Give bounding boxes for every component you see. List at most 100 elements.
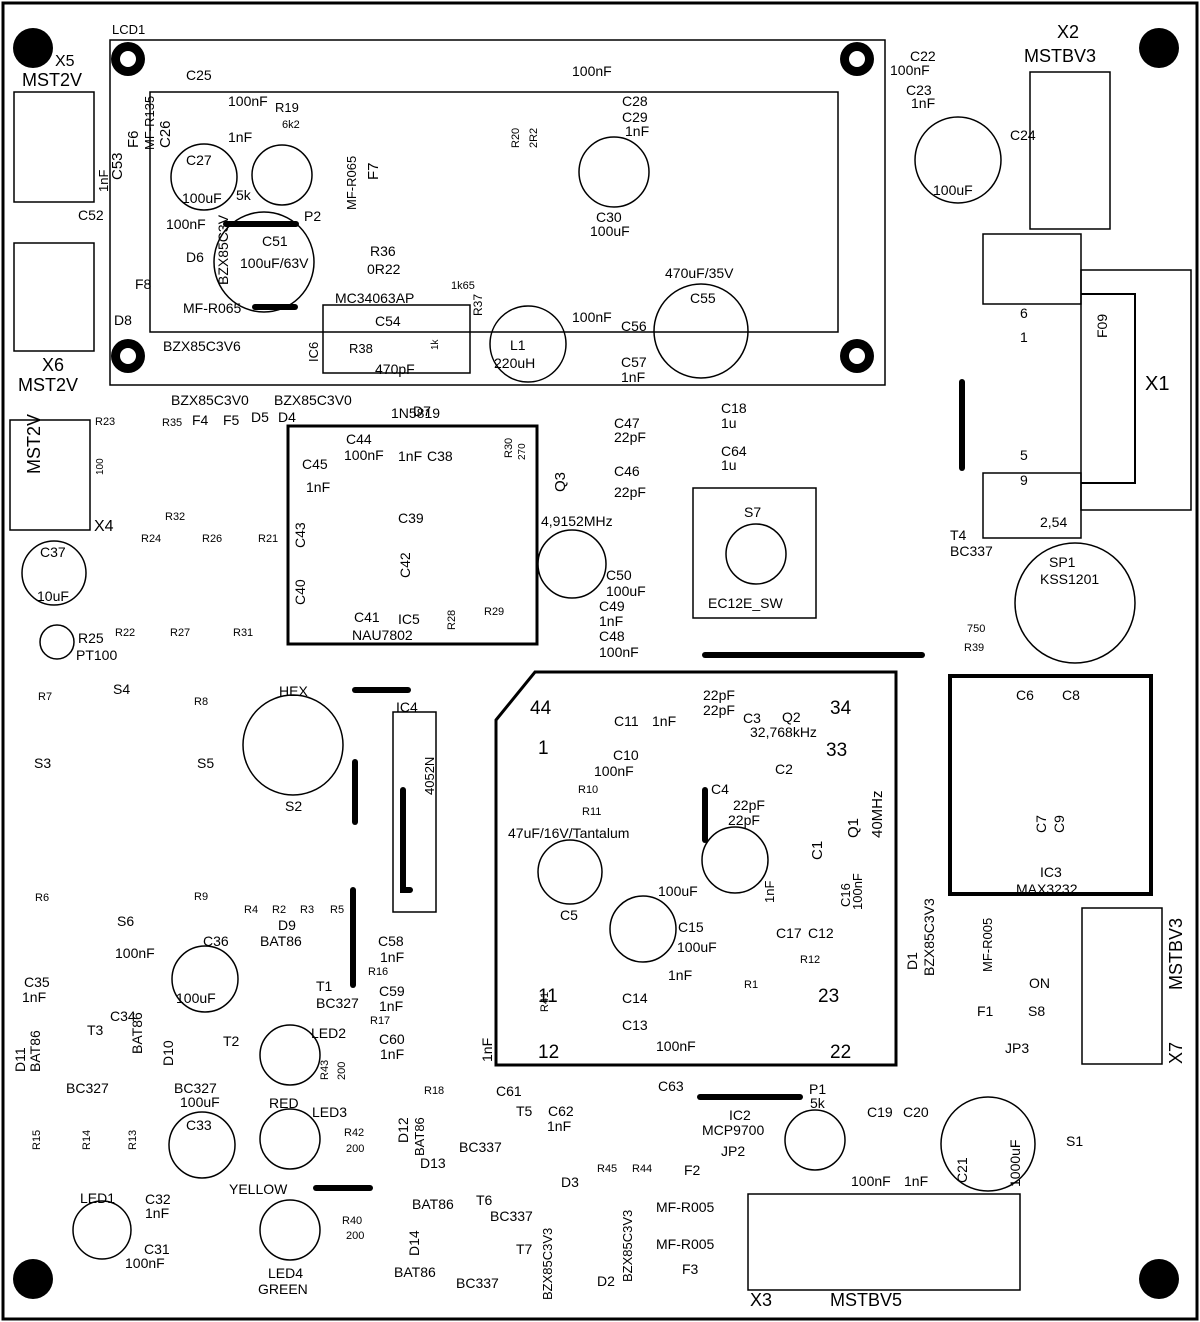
label-l1: L1	[510, 337, 526, 353]
label-p2: P2	[304, 208, 321, 224]
label-ic4t: 4052N	[422, 757, 437, 795]
label-c63: C63	[658, 1078, 684, 1094]
label-l1v: 220uH	[494, 355, 535, 371]
label-c51v: 100uF/63V	[240, 255, 309, 271]
label-r25t: PT100	[76, 647, 117, 663]
label-c38: C38	[427, 448, 453, 464]
label-c36: C36	[203, 933, 229, 949]
label-c42: C42	[397, 552, 413, 578]
label-r7: R7	[38, 691, 52, 703]
label-r6: R6	[35, 892, 49, 904]
label-p9: 9	[1020, 472, 1028, 488]
label-c1v2: 22pF	[728, 812, 760, 828]
label-sp1: SP1	[1049, 554, 1076, 570]
label-r36v: 0R22	[367, 261, 401, 277]
label-c19v: 100nF	[851, 1173, 891, 1189]
label-r22: R22	[115, 627, 135, 639]
label-ic4: IC4	[396, 699, 418, 715]
label-q3v: 4,9152MHz	[541, 513, 613, 529]
label-x3t: MSTBV5	[830, 1290, 902, 1310]
label-r43v: 200	[336, 1062, 348, 1080]
label-r5: R5	[330, 904, 344, 916]
label-c37v: 10uF	[37, 588, 69, 604]
label-c56v: 100nF	[572, 309, 612, 325]
label-c55v: 470uF/35V	[665, 265, 734, 281]
mounting-holes	[13, 28, 1179, 1299]
label-c46: C46	[614, 463, 640, 479]
label-c62: C62	[548, 1103, 574, 1119]
label-d5: D5	[251, 409, 269, 425]
label-r40v: 200	[346, 1230, 364, 1242]
label-c45: C45	[302, 456, 328, 472]
label-c25: C25	[186, 67, 212, 83]
label-t7: T7	[516, 1241, 533, 1257]
label-d7: D7	[413, 403, 431, 419]
label-c13: C13	[622, 1017, 648, 1033]
label-c50: C50	[606, 567, 632, 583]
label-d9t: BAT86	[260, 933, 302, 949]
label-c60v: 1nF	[380, 1046, 404, 1062]
label-c20v: 1nF	[904, 1173, 928, 1189]
label-c58v: 1nF	[380, 949, 404, 965]
label-d13t: BAT86	[412, 1196, 454, 1212]
label-c22: C22	[910, 48, 936, 64]
label-r39: R39	[964, 642, 984, 654]
label-r38: R38	[349, 341, 373, 356]
label-n23: 23	[818, 986, 839, 1007]
mounting-hole	[1139, 28, 1179, 68]
label-d4: D4	[278, 409, 296, 425]
label-f7: F7	[365, 162, 382, 180]
label-t4: T4	[950, 527, 967, 543]
label-r38v: 1k	[430, 338, 441, 350]
label-c3v1: 22pF	[703, 687, 735, 703]
label-c33v: 100uF	[180, 1094, 220, 1110]
label-r18: R18	[424, 1085, 444, 1097]
label-c56: C56	[621, 318, 647, 334]
label-c64: C64	[721, 443, 747, 459]
label-q2v: 32,768kHz	[750, 724, 817, 740]
label-r19v: 6k2	[282, 119, 300, 131]
label-jp3: JP3	[1005, 1040, 1029, 1056]
label-r30: R30	[503, 438, 515, 458]
label-t1t: BC327	[316, 995, 359, 1011]
label-r11: R11	[582, 806, 601, 818]
label-c33: C33	[186, 1117, 212, 1133]
label-c39: C39	[398, 510, 424, 526]
label-r15: R15	[31, 1130, 43, 1150]
label-c15v: 100uF	[677, 939, 717, 955]
label-p1v: 5k	[810, 1095, 826, 1111]
label-led2: LED2	[311, 1025, 346, 1041]
label-c16: C16	[838, 883, 853, 907]
label-mc: MC34063AP	[335, 290, 414, 306]
label-c21v: 1000uF	[1007, 1140, 1023, 1187]
label-c47: C47	[614, 415, 640, 431]
label-t1: T1	[316, 978, 333, 994]
label-r29: R29	[484, 606, 504, 618]
label-c20: C20	[903, 1104, 929, 1120]
label-c5: C5	[560, 907, 578, 923]
label-d9: D9	[278, 917, 296, 933]
label-r10: R10	[578, 784, 598, 796]
label-d8t: BZX85C3V6	[163, 338, 241, 354]
label-c4: C4	[711, 781, 729, 797]
label-d12t: BAT86	[412, 1117, 427, 1156]
label-d1t: BZX85C3V3	[921, 898, 937, 976]
label-n44: 44	[530, 698, 552, 719]
label-r40: R40	[342, 1215, 362, 1227]
label-c45v: 1nF	[306, 479, 330, 495]
lcd1-window	[149, 91, 839, 333]
label-c30: C30	[596, 209, 622, 225]
label-c29v: 1nF	[625, 123, 649, 139]
label-n33: 33	[826, 740, 847, 761]
label-r12: R12	[800, 954, 820, 966]
mounting-hole	[1139, 1259, 1179, 1299]
label-x6t: MST2V	[18, 375, 78, 395]
label-c16v: 100nF	[850, 873, 865, 910]
label-d5t: BZX85C3V0	[171, 392, 249, 408]
label-c49: C49	[599, 598, 625, 614]
label-c3v2: 22pF	[703, 702, 735, 718]
label-r26: R26	[202, 533, 222, 545]
label-c38v: 1nF	[398, 448, 422, 464]
lcd1-outline	[109, 39, 886, 386]
